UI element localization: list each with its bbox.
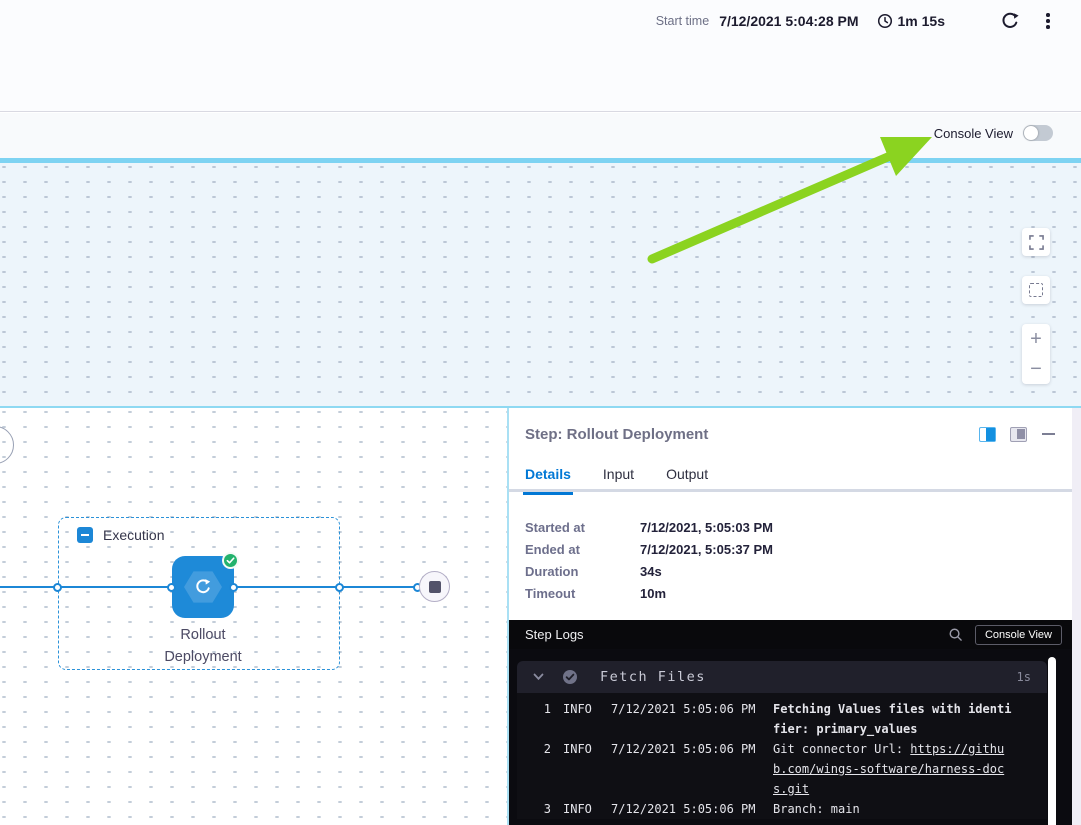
elapsed-time: 1m 15s bbox=[897, 13, 945, 29]
log-entry: 2 INFO 7/12/2021 5:05:06 PM Git connecto… bbox=[543, 742, 1005, 796]
rollout-icon bbox=[184, 571, 222, 603]
zoom-out-button[interactable]: − bbox=[1022, 354, 1050, 384]
detail-label: Ended at bbox=[525, 542, 580, 557]
tab-input[interactable]: Input bbox=[602, 466, 635, 482]
node-label: Rollout Deployment bbox=[164, 627, 242, 665]
step-panel-tabs: Details Input Output bbox=[523, 466, 709, 495]
refresh-icon bbox=[1000, 11, 1020, 31]
detail-value: 7/12/2021, 5:05:37 PM bbox=[640, 542, 773, 557]
tabs-divider bbox=[509, 489, 1081, 492]
more-options-button[interactable] bbox=[1039, 8, 1057, 34]
log-entry: 3 INFO 7/12/2021 5:05:06 PM Branch: main bbox=[543, 802, 860, 816]
detail-value: 7/12/2021, 5:05:03 PM bbox=[640, 520, 773, 535]
pipeline-canvas-graph[interactable]: Execution Rollout Deployment bbox=[0, 408, 507, 825]
fit-selection-button[interactable] bbox=[1022, 276, 1050, 304]
start-time-label: Start time bbox=[655, 14, 710, 28]
search-icon[interactable] bbox=[948, 627, 963, 642]
connector-dot bbox=[335, 583, 344, 592]
fullscreen-icon bbox=[1028, 234, 1044, 250]
minimize-panel-button[interactable] bbox=[1041, 426, 1057, 442]
stage-end-node[interactable] bbox=[419, 571, 450, 602]
success-check-icon bbox=[222, 552, 239, 569]
console-view-toggle[interactable] bbox=[1023, 125, 1053, 141]
stage-divider-line bbox=[0, 158, 1081, 163]
canvas-controls: + − bbox=[1022, 228, 1050, 384]
step-logs-title: Step Logs bbox=[525, 627, 584, 642]
log-console[interactable]: Fetch Files 1s 1 INFO 7/12/2021 5:05:06 … bbox=[509, 649, 1072, 825]
offscreen-node bbox=[0, 426, 14, 464]
log-section-duration: 1s bbox=[1016, 670, 1031, 684]
log-section-name: Fetch Files bbox=[600, 669, 706, 685]
collapse-group-button[interactable] bbox=[77, 527, 93, 543]
detail-label: Started at bbox=[525, 520, 585, 535]
fullscreen-button[interactable] bbox=[1022, 228, 1050, 256]
panel-scrollbar-track[interactable] bbox=[1072, 408, 1081, 825]
execution-group-label: Execution bbox=[103, 527, 165, 543]
console-scrollbar[interactable] bbox=[1048, 657, 1056, 825]
chevron-down-icon bbox=[533, 673, 544, 681]
pipeline-canvas-upper[interactable] bbox=[0, 163, 1081, 406]
tab-output[interactable]: Output bbox=[666, 466, 709, 482]
connector-dot bbox=[53, 583, 62, 592]
marquee-icon bbox=[1029, 283, 1043, 297]
clock-icon bbox=[877, 13, 893, 29]
step-details-panel: Step: Rollout Deployment Details Input O… bbox=[509, 408, 1081, 825]
rollout-deployment-node[interactable] bbox=[172, 556, 234, 618]
execution-group[interactable]: Execution bbox=[58, 517, 340, 670]
start-time-value: 7/12/2021 5:04:28 PM bbox=[719, 13, 859, 29]
detail-label: Timeout bbox=[525, 586, 576, 601]
step-details-list: Started at 7/12/2021, 5:05:03 PM Ended a… bbox=[525, 520, 773, 601]
minus-icon bbox=[1042, 433, 1055, 435]
panel-vertical-divider bbox=[507, 408, 509, 825]
connector-dot bbox=[167, 583, 176, 592]
tab-details[interactable]: Details bbox=[523, 466, 573, 495]
refresh-button[interactable] bbox=[997, 8, 1023, 34]
step-panel-title: Step: Rollout Deployment bbox=[525, 426, 709, 443]
detail-label: Duration bbox=[525, 564, 579, 579]
log-lines: 1 INFO 7/12/2021 5:05:06 PM Fetching Val… bbox=[517, 693, 1047, 819]
detail-value: 10m bbox=[640, 586, 667, 601]
console-view-label: Console View bbox=[933, 125, 1013, 141]
step-logs-bar: Step Logs Console View bbox=[509, 620, 1072, 649]
stop-icon bbox=[428, 580, 441, 593]
panel-divider-line bbox=[0, 406, 1081, 408]
view-toolbar: Console View bbox=[0, 113, 1081, 158]
zoom-in-button[interactable]: + bbox=[1022, 324, 1050, 354]
top-header: Start time 7/12/2021 5:04:28 PM 1m 15s bbox=[0, 0, 1081, 112]
log-entry: 1 INFO 7/12/2021 5:05:06 PM Fetching Val… bbox=[543, 702, 1012, 736]
detail-value: 34s bbox=[640, 564, 662, 579]
split-view-right-icon[interactable] bbox=[979, 426, 996, 442]
connector-dot bbox=[229, 583, 238, 592]
console-view-button[interactable]: Console View bbox=[974, 624, 1062, 645]
section-success-icon bbox=[562, 669, 578, 685]
split-view-bottom-icon[interactable] bbox=[1010, 426, 1027, 442]
log-section-header[interactable]: Fetch Files 1s bbox=[517, 661, 1047, 693]
git-connector-link[interactable]: https://github.com/wings-software/harnes… bbox=[773, 742, 1005, 796]
